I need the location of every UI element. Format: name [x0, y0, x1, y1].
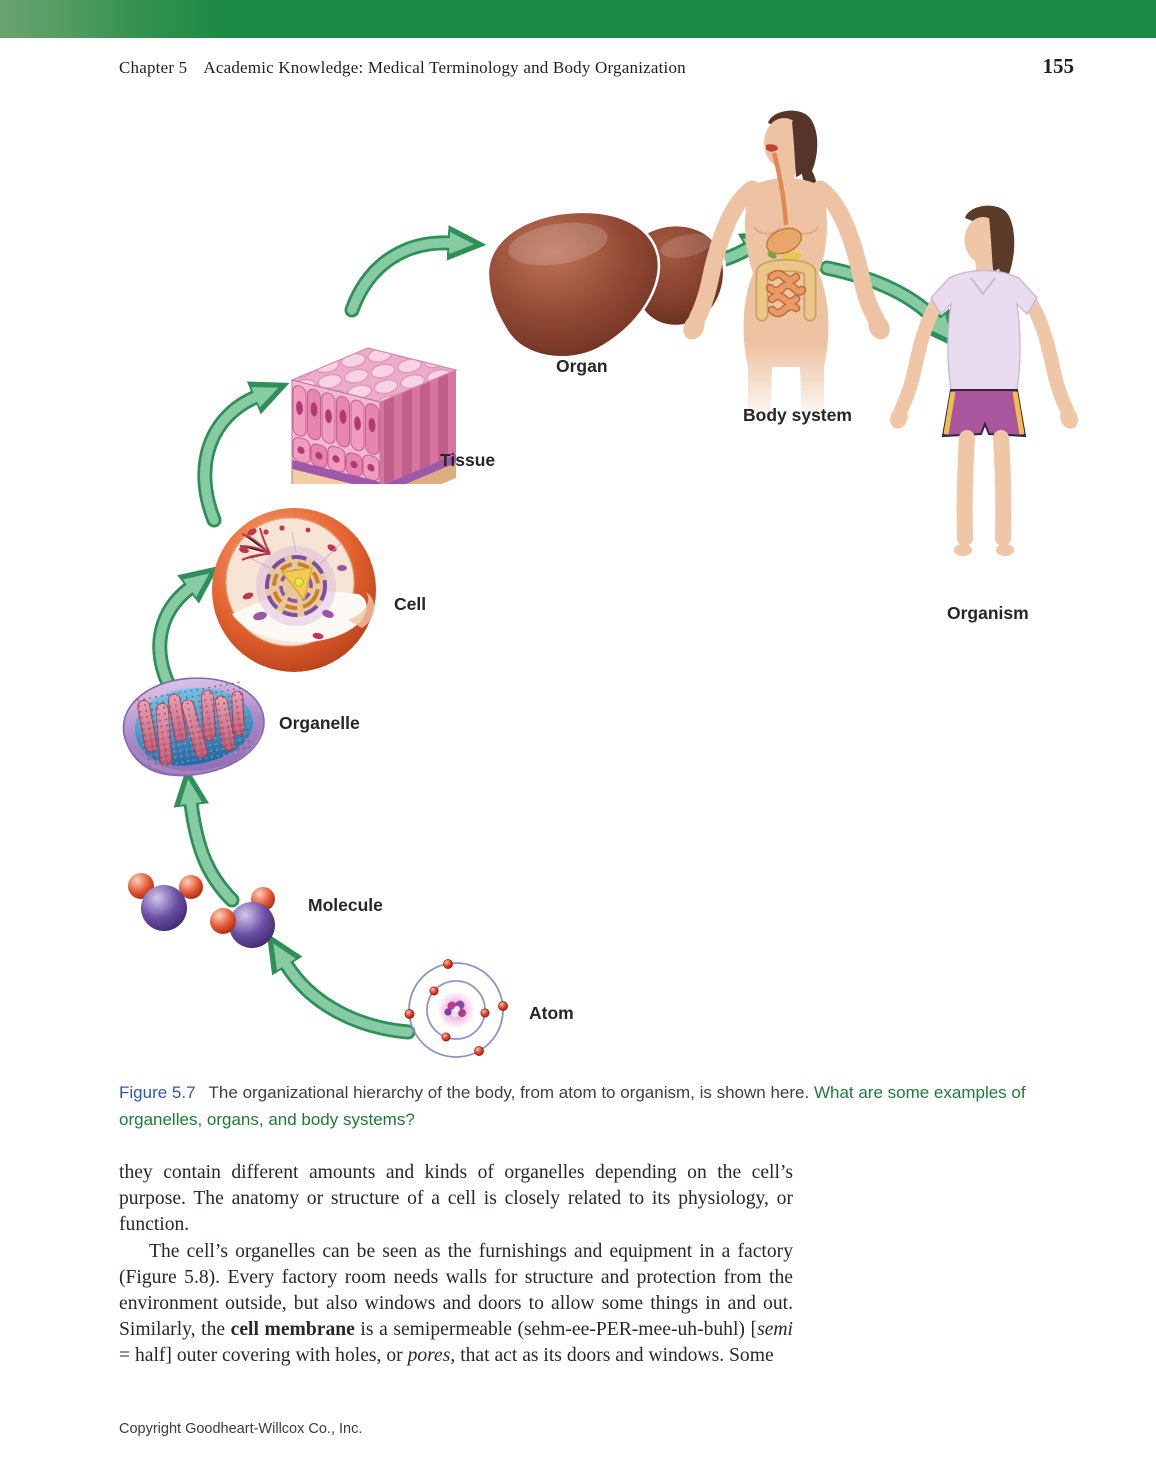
tissue-illustration — [290, 347, 458, 484]
label-molecule: Molecule — [308, 895, 383, 915]
paragraph-2: The cell’s organelles can be seen as the… — [119, 1240, 793, 1367]
copyright-notice: Copyright Goodheart-Willcox Co., Inc. — [119, 1421, 363, 1437]
water-molecule-a — [128, 873, 203, 931]
molecule-illustration — [128, 873, 275, 948]
label-cell: Cell — [394, 594, 427, 614]
cell-illustration — [212, 508, 376, 672]
atom-illustration — [404, 959, 508, 1058]
organism-illustration — [890, 205, 1078, 556]
label-organ: Organ — [556, 356, 608, 376]
body-text: they contain different amounts and kinds… — [119, 1160, 793, 1370]
arrow-tissue-to-organ — [347, 231, 475, 315]
figure-caption: Figure 5.7 The organizational hierarchy o… — [119, 1079, 1059, 1133]
figure-caption-description: The organizational hierarchy of the body… — [208, 1083, 810, 1102]
arrow-atom-to-molecule — [273, 943, 413, 1037]
arrow-atom-to-molecule-outline — [266, 933, 416, 1040]
label-tissue: Tissue — [440, 450, 496, 470]
cell-spindle-fibers — [239, 527, 271, 561]
body-system-illustration — [683, 110, 890, 440]
chapter-label: Chapter 5 — [119, 58, 188, 77]
page-number: 155 — [1042, 54, 1075, 78]
chapter-title: Academic Knowledge: Medical Terminology … — [203, 58, 686, 77]
label-organelle: Organelle — [279, 713, 360, 733]
running-head: Chapter 5 Academic Knowledge: Medical Ter… — [119, 58, 686, 78]
arrow-molecule-to-organelle — [180, 778, 237, 905]
header-accent-bar — [0, 0, 1156, 38]
label-organism: Organism — [947, 603, 1029, 623]
water-molecule-b — [210, 887, 275, 948]
organelle-mitochondrion-illustration — [122, 677, 265, 777]
label-body-system: Body system — [743, 405, 852, 425]
paragraph-1: they contain different amounts and kinds… — [119, 1162, 793, 1236]
label-atom: Atom — [529, 1003, 574, 1023]
page-header: Chapter 5 Academic Knowledge: Medical Ter… — [119, 54, 1074, 79]
figure-caption-ref: Figure 5.7 — [119, 1083, 196, 1102]
figure-caption-question: What are some examples of organelles, or… — [119, 1083, 1026, 1129]
figure-5-7: Organ Body system Tissue Cell Organism O… — [0, 100, 1156, 1075]
cell-nucleus — [256, 546, 336, 626]
arrow-cell-to-tissue — [200, 387, 279, 525]
